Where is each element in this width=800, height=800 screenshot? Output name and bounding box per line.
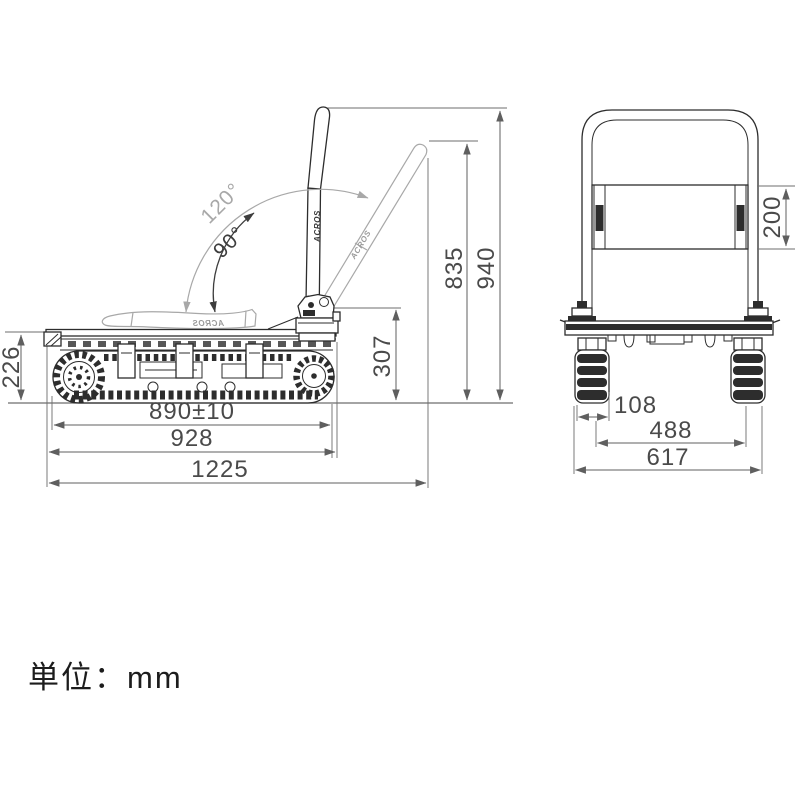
angle-label-90: 90°: [209, 222, 250, 263]
dim-label-108: 108: [614, 392, 657, 419]
bogie-mount-left: [577, 337, 607, 351]
bogie-rib-left-3: [577, 378, 607, 387]
handle-frame-outer: [581, 109, 759, 332]
caster-knob-right: [753, 301, 763, 309]
brand-logo-folded: ACROS: [192, 319, 225, 328]
dim-label-1225: 1225: [191, 456, 248, 483]
brand-logo-upright: ACROS: [313, 210, 322, 243]
caster-collar-left: [571, 307, 593, 317]
panel-end-right: [734, 184, 747, 250]
bogie-right: [730, 337, 766, 404]
damper-3: [245, 343, 264, 379]
sprocket-teeth: [293, 355, 335, 397]
idler-teeth: [53, 351, 105, 403]
idler-rim: [63, 361, 95, 393]
bogie-body-right: [730, 349, 766, 404]
bogie-rib-left-4: [577, 390, 607, 400]
dim-label-200: 200: [759, 195, 786, 238]
pivot-step: [332, 311, 341, 322]
idler-hub: [76, 374, 82, 380]
rear-sprocket-wheel: [293, 355, 335, 397]
dim-label-835: 835: [441, 246, 468, 289]
sprocket-hub: [311, 373, 317, 379]
arc-120-degrees: [183, 188, 369, 313]
deck-top-rail: [45, 328, 337, 337]
pivot-under-plate: [298, 332, 336, 342]
dim-label-890: 890±10: [149, 398, 235, 425]
front-extension-lines: [573, 185, 795, 474]
bogie-rib-right-2: [733, 366, 763, 375]
pivot-base-plate: [295, 317, 339, 334]
back-panel: [591, 184, 749, 250]
platform-center-plate: [649, 334, 685, 345]
bogie-mount-ribs-left: [585, 338, 599, 350]
unit-note: 単位：mm: [28, 660, 183, 695]
pivot-pin: [308, 302, 314, 308]
handle-folded-outline: [101, 308, 257, 330]
bogie-mount-right: [733, 337, 763, 351]
caster-collar-right: [747, 307, 769, 317]
dim-label-617: 617: [646, 444, 689, 471]
bogie-mount-ribs-right: [741, 338, 755, 350]
bogie-rib-right-4: [733, 390, 763, 400]
pivot-knob: [319, 297, 329, 307]
platform-tabs: [607, 334, 733, 343]
bogie-rib-right-1: [733, 354, 763, 363]
handle-pivot-bracket: [295, 293, 341, 342]
arc-90-degrees: [209, 212, 255, 313]
dim-label-226: 226: [0, 345, 25, 388]
pivot-latch: [303, 310, 315, 316]
bogie-body-left: [574, 349, 610, 404]
platform-bar: [564, 320, 774, 348]
deck-rails: [46, 338, 336, 351]
road-wheel-3: [224, 381, 236, 393]
dim-label-928: 928: [170, 425, 213, 452]
side-extension-lines: [5, 107, 507, 488]
front-view: 200 108 488 617: [559, 109, 795, 474]
panel-end-left: [593, 184, 606, 250]
bogie-rib-left-2: [577, 366, 607, 375]
side-view: ACROS ACROS ACROS 120° 90°: [0, 106, 513, 488]
platform-clips: [623, 334, 716, 348]
damper-2: [175, 343, 194, 379]
panel-clamp-right: [736, 205, 745, 231]
handle-upright-upper: [307, 106, 331, 190]
road-wheel-2: [196, 381, 208, 393]
deck-brace: [267, 316, 299, 330]
panel-clamp-left: [595, 205, 604, 231]
bogie-rib-right-3: [733, 378, 763, 387]
idler-spokes: [67, 365, 91, 389]
road-wheel-1: [147, 381, 159, 393]
crawler-track: [52, 343, 335, 404]
caster-knob-left: [577, 301, 587, 309]
handle-frame-inner: [591, 119, 749, 332]
handle-folded-joints: [130, 310, 247, 328]
dim-label-940: 940: [473, 246, 500, 289]
bogie-rib-left-1: [577, 354, 607, 363]
front-bumper-hatch: [45, 333, 62, 347]
front-idler-wheel: [53, 351, 105, 403]
damper-1: [117, 343, 136, 379]
bogie-left: [574, 337, 610, 404]
platform-bar-band: [566, 324, 772, 330]
sprocket-rim: [302, 364, 326, 388]
dim-label-307: 307: [369, 334, 396, 377]
angle-label-120: 120°: [197, 179, 247, 229]
dim-label-488: 488: [649, 417, 692, 444]
